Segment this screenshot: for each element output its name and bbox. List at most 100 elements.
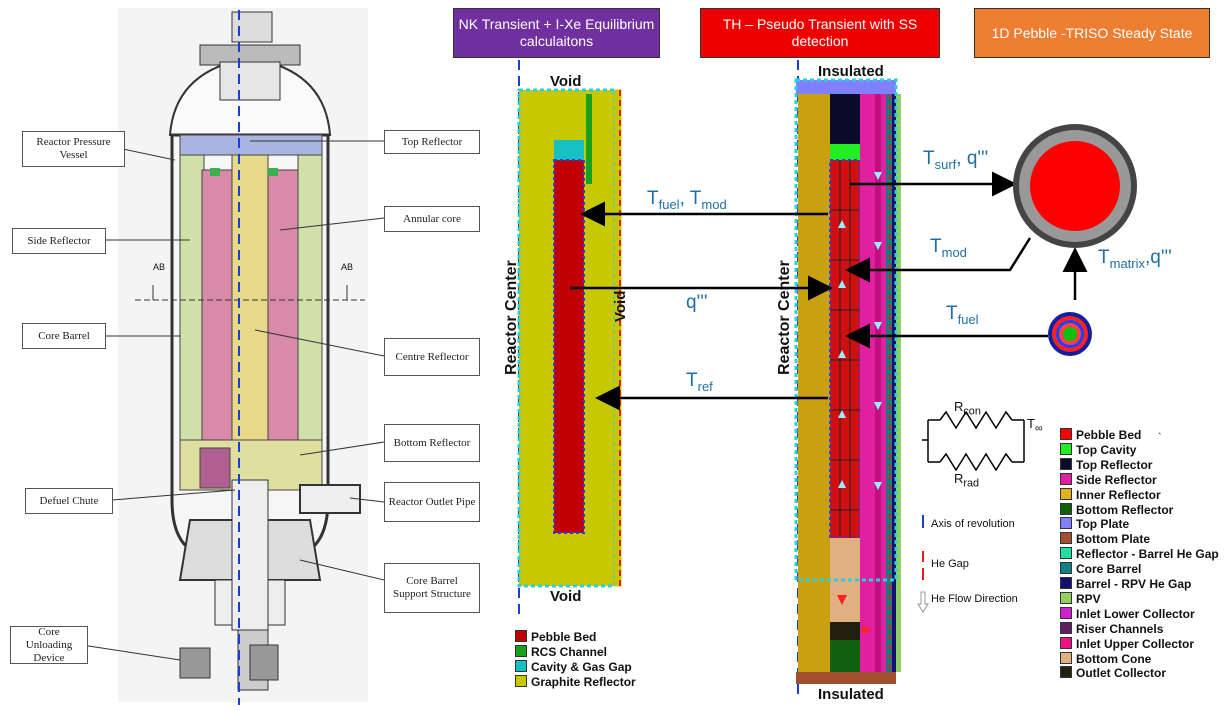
legend-item: Bottom Reflector — [1060, 502, 1174, 518]
header-pebble: 1D Pebble -TRISO Steady State — [974, 8, 1210, 58]
legend-label: Reflector - Barrel He Gap — [1076, 547, 1219, 562]
label-side-reflector: Side Reflector — [12, 228, 106, 254]
legend-swatch — [515, 645, 527, 657]
annular-core-right — [267, 169, 299, 441]
legend-label: Outlet Collector — [1076, 666, 1167, 681]
label-tmatrix: Tmatrix,q''' — [1098, 247, 1172, 271]
header-nk: NK Transient + I-Xe Equilibrium calculai… — [453, 8, 660, 58]
label-bottom-reflector: Bottom Reflector — [384, 424, 480, 462]
legend-item: Inlet Upper Collector — [1060, 636, 1195, 652]
legend-label: RCS Channel — [531, 645, 608, 659]
label-tfuel-tmod: Tfuel, Tmod — [647, 188, 727, 212]
legend-item: Top Cavity — [1060, 442, 1137, 458]
legend-label: Inlet Lower Collector — [1076, 606, 1195, 621]
legend-swatch — [1060, 577, 1072, 589]
legend-swatch — [1060, 606, 1072, 619]
legend-label: Pebble Bed — [1076, 428, 1142, 442]
side-reflector-left — [179, 139, 205, 481]
legend-swatch — [1060, 532, 1072, 545]
nk-void-bottom: Void — [550, 588, 582, 605]
legend-label: Bottom Cone — [1076, 651, 1152, 666]
label-top-reflector: Top Reflector — [384, 130, 480, 154]
label-tfuel: Tfuel — [946, 303, 979, 327]
legend-item: Bottom Cone — [1060, 651, 1152, 667]
label-annular-core: Annular core — [384, 206, 480, 232]
legend-item: Top Reflector — [1060, 457, 1152, 473]
legend-swatch — [1060, 651, 1072, 664]
legend-label: Graphite Reflector — [531, 675, 636, 689]
legend-label: Side Reflector — [1076, 472, 1157, 487]
legend-swatch — [1060, 591, 1072, 604]
legend-swatch — [1060, 666, 1072, 679]
nk-void-top: Void — [550, 73, 582, 90]
label-outlet-pipe: Reactor Outlet Pipe — [384, 482, 480, 522]
legend-swatch — [1060, 621, 1072, 634]
legend-swatch — [1060, 457, 1072, 470]
ab-left-label: AB — [153, 262, 166, 272]
legend-swatch — [1060, 502, 1072, 515]
legend-label: RPV — [1076, 591, 1101, 606]
annular-core-left — [201, 169, 233, 441]
legend-swatch — [515, 660, 527, 672]
legend-item: Side Reflector — [1060, 472, 1157, 488]
label-tmod: Tmod — [930, 236, 967, 260]
legend-label: Riser Channels — [1076, 621, 1164, 636]
legend-label: Top Plate — [1076, 517, 1130, 532]
label-rpv: Reactor Pressure Vessel — [22, 131, 125, 167]
label-rcon: Rcon — [954, 399, 981, 418]
label-core-unloading: Core Unloading Device — [10, 626, 88, 664]
legend-item: Barrel - RPV He Gap — [1060, 577, 1191, 592]
legend-item: Core Barrel — [1060, 562, 1141, 577]
th-model — [794, 60, 901, 700]
legend-item: Bottom Plate — [1060, 532, 1150, 547]
legend-swatch — [1060, 472, 1072, 485]
label-tref: Tref — [686, 370, 713, 394]
label-q-nk: q''' — [686, 292, 708, 313]
reactor-drawing — [81, 8, 385, 705]
legend-item: Riser Channels — [1060, 621, 1164, 637]
legend-item: RCS Channel — [515, 645, 607, 660]
legend-swatch — [1060, 517, 1072, 530]
legend-swatch — [1060, 428, 1072, 440]
legend-flow-label: He Flow Direction — [931, 593, 1018, 605]
resistance-network — [922, 410, 1025, 472]
legend-label: Cavity & Gas Gap — [531, 660, 632, 674]
top-reflector — [179, 134, 323, 156]
legend-swatch — [1060, 487, 1072, 500]
legend-item: Top Plate — [1060, 517, 1129, 532]
legend-item: RPV — [1060, 591, 1101, 607]
legend-item: Inlet Lower Collector — [1060, 606, 1195, 622]
legend-label: Pebble Bed — [531, 630, 597, 644]
legend-item: Graphite Reflector — [515, 675, 636, 690]
nk-model — [517, 60, 622, 620]
legend-label: Bottom Plate — [1076, 532, 1151, 547]
centre-reflector — [231, 139, 269, 481]
legend-axis-label: Axis of revolution — [931, 518, 1015, 530]
th-insulated-bottom: Insulated — [818, 686, 884, 703]
ab-right-label: AB — [341, 262, 354, 272]
legend-swatch — [1060, 442, 1072, 455]
legend-swatch — [515, 630, 527, 642]
legend-swatch — [1060, 547, 1072, 560]
legend-swatch — [1060, 636, 1072, 649]
legend-swatch — [1060, 562, 1072, 575]
label-rrad: Rrad — [954, 471, 980, 490]
legend-item: Outlet Collector — [1060, 666, 1166, 681]
legend-label: Barrel - RPV He Gap — [1076, 577, 1192, 591]
legend-item: Pebble Bed — [515, 630, 596, 645]
label-tsurf: Tsurf, q''' — [923, 148, 989, 172]
header-th: TH – Pseudo Transient with SS detection — [700, 8, 940, 58]
legend-label: Inlet Upper Collector — [1076, 636, 1195, 651]
pebble-fuel-zone — [1030, 141, 1120, 231]
label-centre-reflector: Centre Reflector — [384, 338, 480, 376]
legend-item: Inner Reflector — [1060, 487, 1161, 503]
label-defuel-chute: Defuel Chute — [25, 488, 113, 514]
th-insulated-top: Insulated — [818, 63, 884, 80]
th-legend-mark: ` — [1158, 432, 1162, 444]
label-core-barrel: Core Barrel — [22, 323, 106, 349]
legend-hegap-label: He Gap — [931, 558, 969, 570]
legend-label: Bottom Reflector — [1076, 502, 1174, 517]
legend-label: Top Cavity — [1076, 442, 1137, 457]
legend-item: Cavity & Gas Gap — [515, 660, 632, 675]
